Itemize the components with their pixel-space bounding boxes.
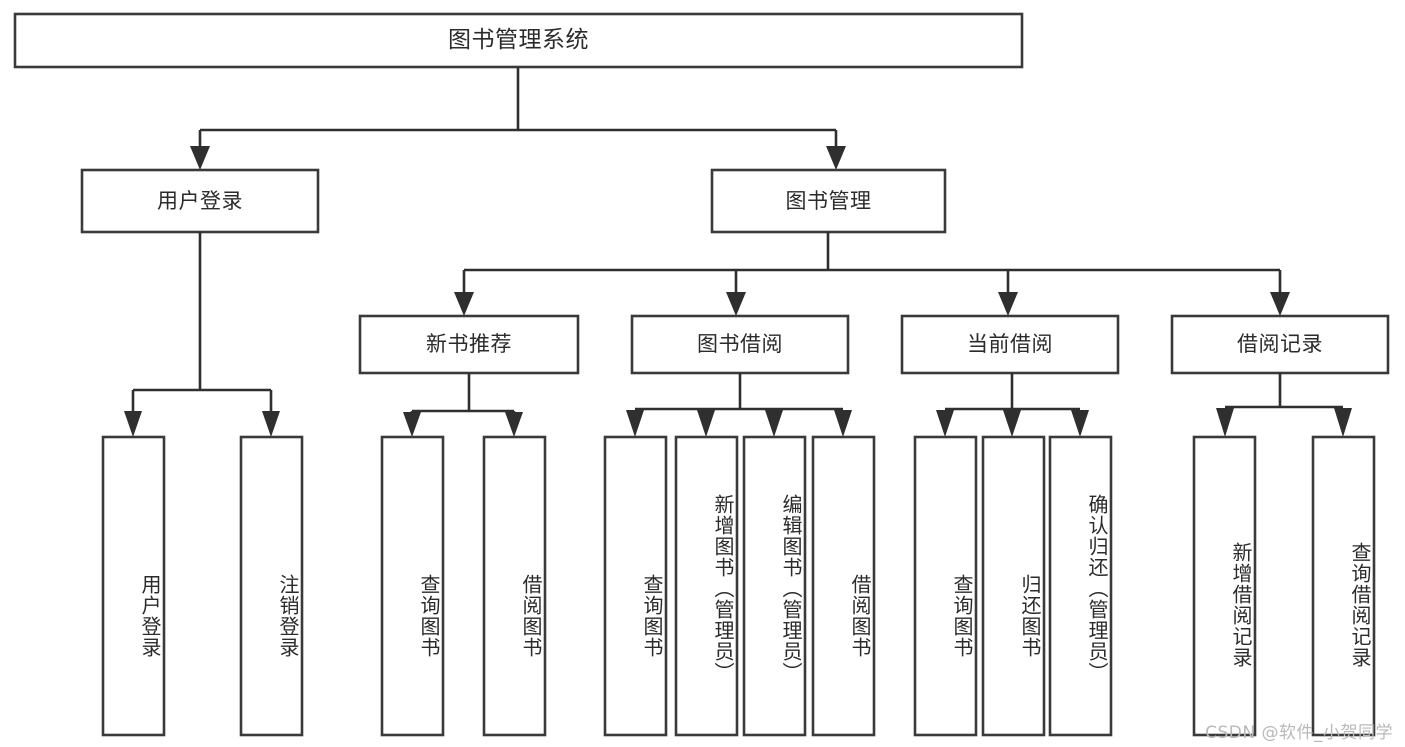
arrowhead-leaf-user-login bbox=[124, 411, 142, 437]
node-leaf-query-book-1[interactable] bbox=[380, 435, 445, 737]
node-leaf-borrow-book-2[interactable] bbox=[811, 435, 876, 737]
node-leaf-query-book-3[interactable] bbox=[913, 435, 978, 737]
arrowhead-leaf-query-record bbox=[1334, 408, 1352, 437]
node-leaf-edit-book[interactable] bbox=[742, 435, 807, 737]
connectors-user-login-to-leaves bbox=[124, 232, 280, 437]
node-borrow-record[interactable] bbox=[1170, 314, 1390, 375]
node-leaf-add-record[interactable] bbox=[1192, 435, 1257, 737]
node-leaf-query-book-2[interactable] bbox=[603, 435, 668, 737]
node-leaf-confirm-return[interactable] bbox=[1048, 435, 1113, 737]
connectors-current-borrow-to-leaves bbox=[936, 373, 1089, 437]
arrowhead-current-borrow bbox=[998, 292, 1018, 316]
node-leaf-query-record[interactable] bbox=[1311, 435, 1376, 737]
arrowhead-book-manage bbox=[826, 146, 846, 170]
arrowhead-leaf-logout bbox=[262, 411, 280, 437]
connectors-new-book-recommend-to-leaves bbox=[403, 373, 523, 437]
connectors-borrow-record-to-leaves bbox=[1216, 373, 1352, 437]
arrowhead-leaf-query-book-2 bbox=[626, 410, 644, 437]
node-current-borrow[interactable] bbox=[900, 314, 1120, 375]
node-leaf-add-book[interactable] bbox=[674, 435, 739, 737]
node-user-login[interactable] bbox=[80, 168, 320, 234]
arrowhead-leaf-return-book bbox=[1003, 410, 1021, 437]
node-leaf-borrow-book-1[interactable] bbox=[482, 435, 547, 737]
arrowhead-leaf-edit-book bbox=[765, 410, 783, 437]
arrowhead-book-borrow bbox=[726, 292, 746, 316]
arrowhead-leaf-query-book-1 bbox=[403, 412, 421, 437]
connectors-book-manage-to-level3 bbox=[454, 232, 1290, 316]
arrowhead-leaf-confirm-return bbox=[1071, 410, 1089, 437]
node-leaf-logout[interactable] bbox=[239, 435, 304, 737]
arrowhead-leaf-borrow-book-1 bbox=[505, 412, 523, 437]
arrowhead-user-login bbox=[190, 146, 210, 170]
arrowhead-leaf-query-book-3 bbox=[936, 410, 954, 437]
node-leaf-return-book[interactable] bbox=[981, 435, 1046, 737]
arrowhead-leaf-add-book bbox=[697, 410, 715, 437]
arrowhead-leaf-borrow-book-2 bbox=[834, 410, 852, 437]
connectors-root-to-level2 bbox=[190, 67, 846, 170]
node-book-borrow[interactable] bbox=[630, 314, 850, 375]
node-new-book-recommend[interactable] bbox=[358, 314, 580, 375]
arrowhead-new-book-recommend bbox=[454, 292, 474, 316]
node-root-book-management-system[interactable] bbox=[13, 12, 1024, 69]
arrowhead-leaf-add-record bbox=[1216, 408, 1234, 437]
node-leaf-user-login[interactable] bbox=[101, 435, 166, 737]
arrowhead-borrow-record bbox=[1270, 292, 1290, 316]
connectors-book-borrow-to-leaves bbox=[626, 373, 852, 437]
node-book-manage[interactable] bbox=[710, 168, 947, 234]
